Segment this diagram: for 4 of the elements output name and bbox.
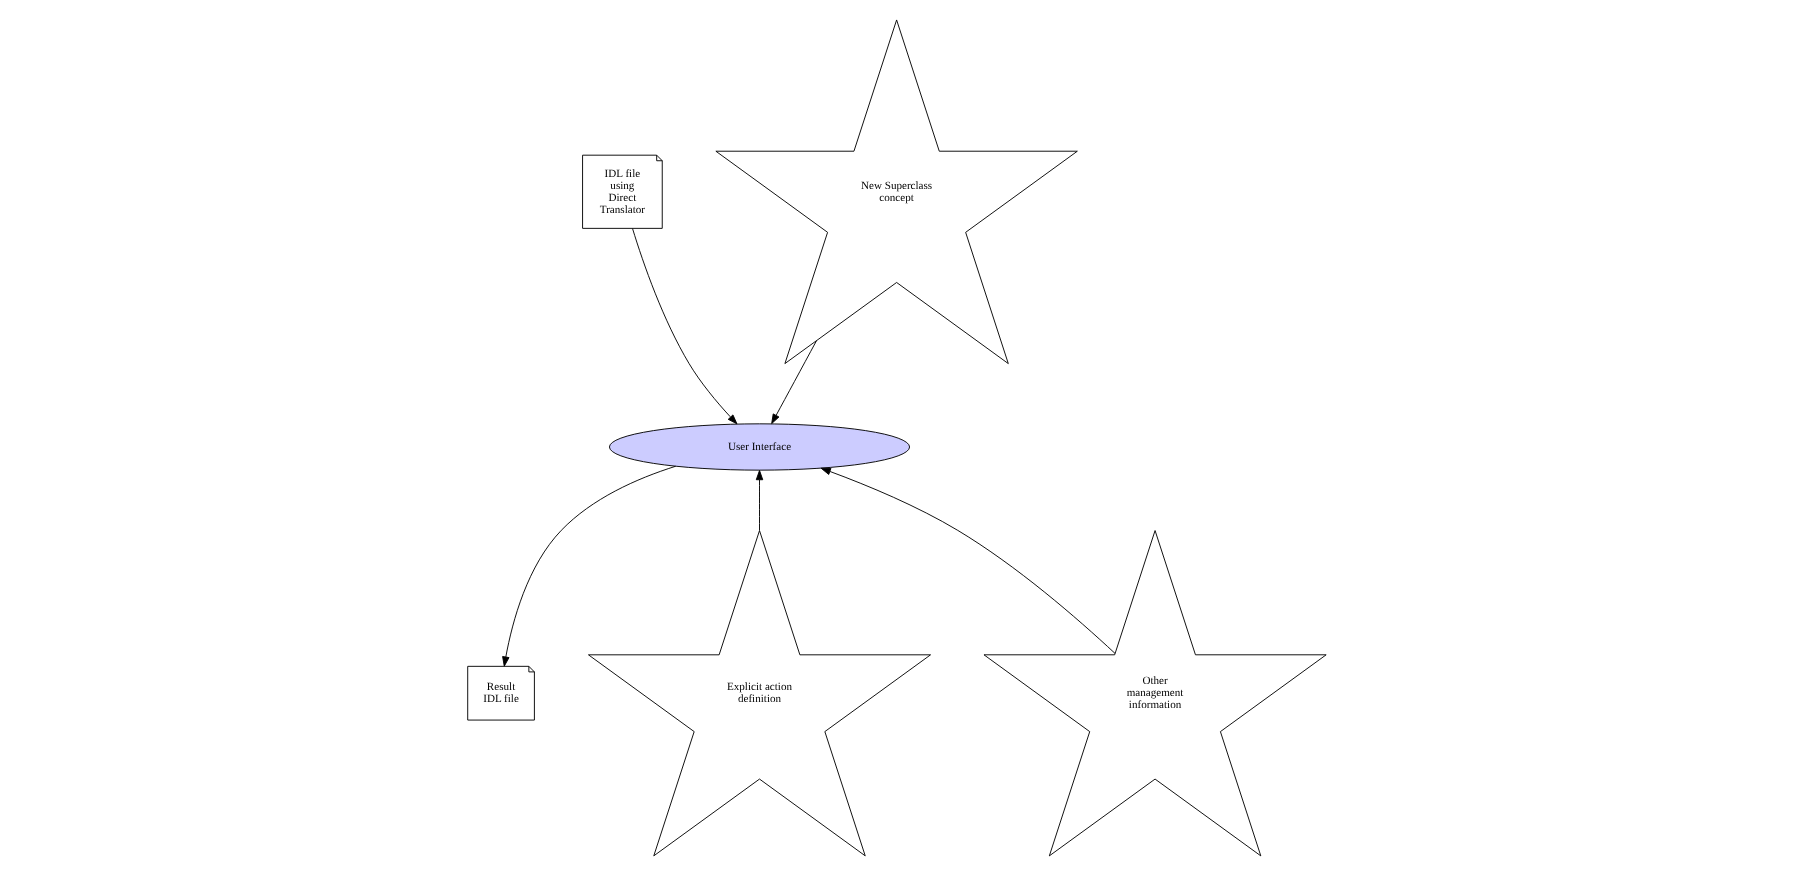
arrow [502, 465, 677, 667]
arrow [755, 470, 764, 531]
arrow [632, 228, 738, 425]
arrow [771, 340, 817, 425]
